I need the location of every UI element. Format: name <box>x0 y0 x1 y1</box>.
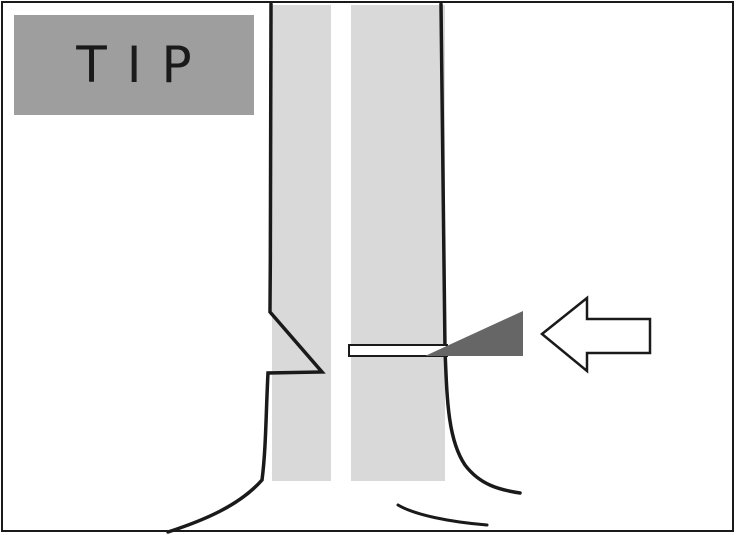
trunk-shade-right <box>351 5 445 481</box>
tip-label-background <box>14 15 254 115</box>
trunk-left-outline <box>166 2 326 534</box>
trunk-right-outline <box>439 2 522 495</box>
tip-label-box: TIP <box>14 15 254 115</box>
ground-root-curve <box>396 503 489 527</box>
trunk-shade-left <box>272 5 331 481</box>
hollow-arrow-left-icon <box>540 295 652 374</box>
tip-label: TIP <box>76 36 212 94</box>
felling-wedge-icon <box>425 311 523 356</box>
